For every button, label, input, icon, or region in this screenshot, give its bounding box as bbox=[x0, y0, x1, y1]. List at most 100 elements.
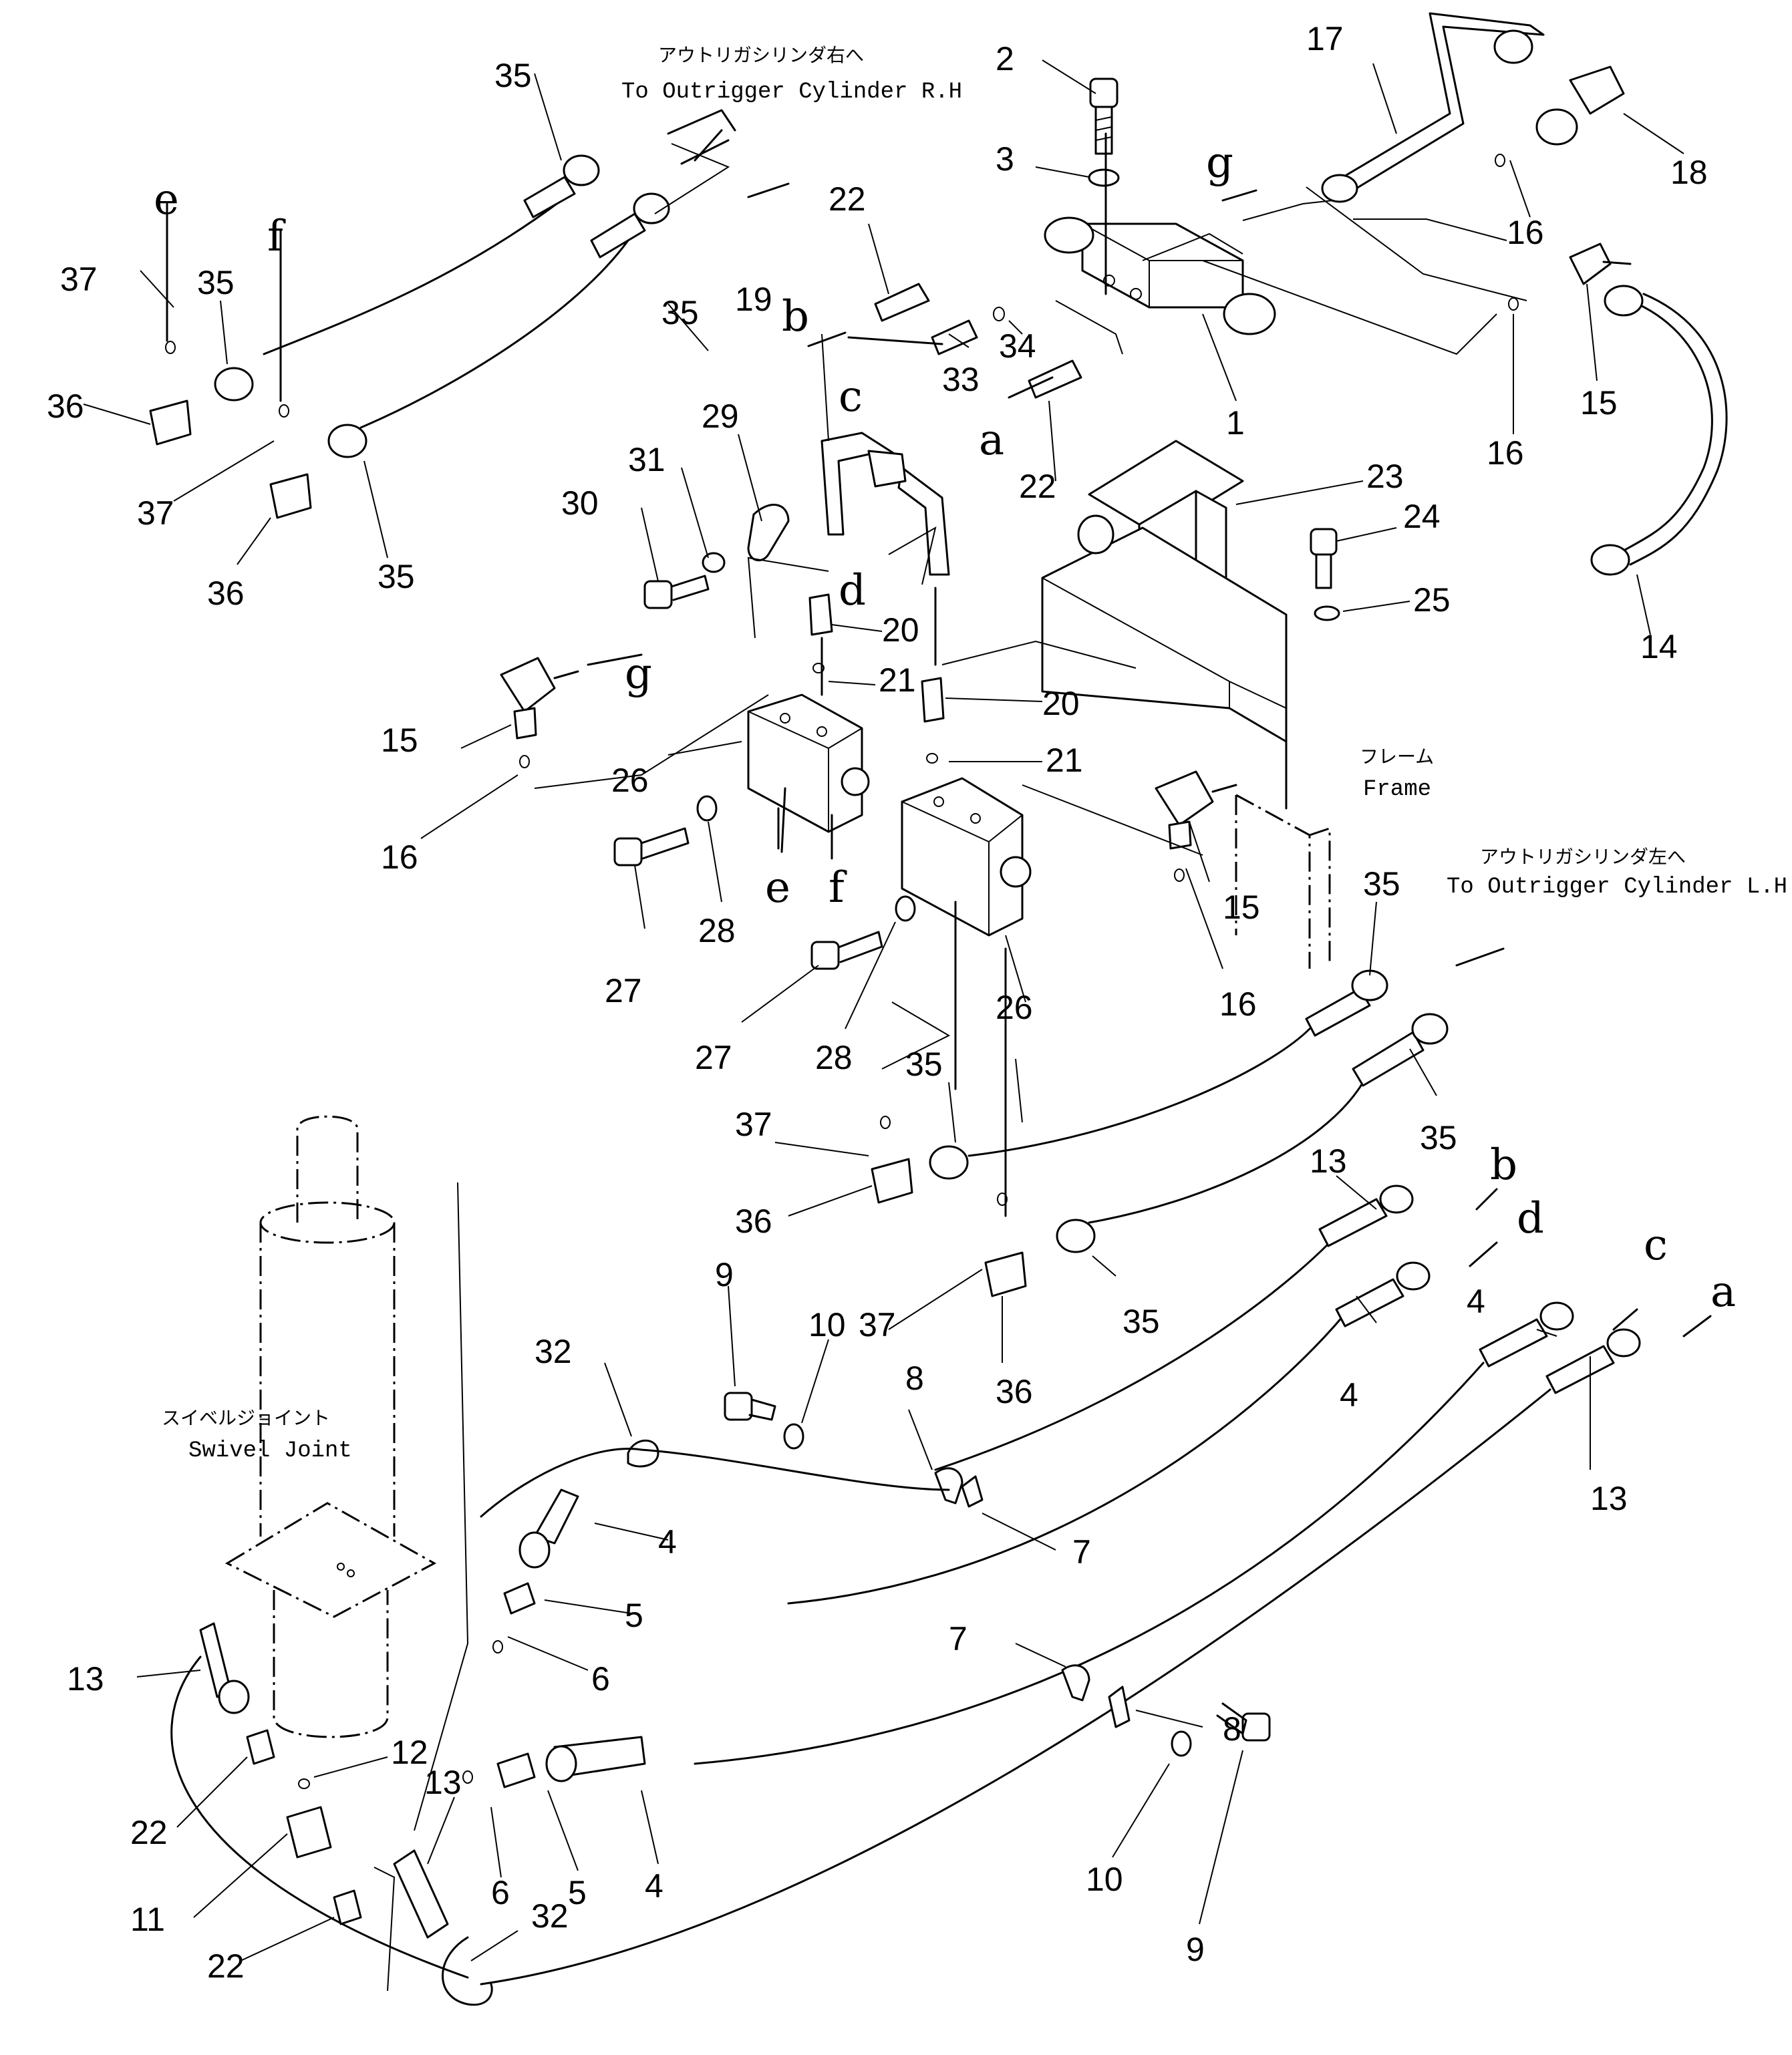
fitting-20-b bbox=[921, 677, 945, 723]
callout-37: 37 bbox=[859, 1306, 896, 1343]
letter-e: e bbox=[154, 175, 179, 224]
callout-26: 26 bbox=[996, 989, 1033, 1026]
callout-16: 16 bbox=[381, 838, 418, 876]
callout-37: 37 bbox=[137, 494, 174, 532]
callout-7: 7 bbox=[1072, 1533, 1091, 1571]
fitting-36-lh-a bbox=[871, 1158, 913, 1204]
callout-27: 27 bbox=[695, 1039, 732, 1076]
connector-lines bbox=[374, 109, 1527, 1992]
callout-10: 10 bbox=[808, 1306, 846, 1343]
flow-arrows bbox=[166, 139, 1712, 1337]
callout-7: 7 bbox=[949, 1620, 967, 1657]
washer-28-right bbox=[895, 895, 916, 922]
callout-28: 28 bbox=[698, 912, 736, 949]
fitting-11 bbox=[286, 1806, 332, 1859]
callout-37: 37 bbox=[735, 1106, 772, 1143]
callout-28: 28 bbox=[815, 1039, 853, 1076]
clamp-7-lower bbox=[1061, 1664, 1090, 1702]
fitting-20-a bbox=[808, 593, 833, 636]
washer-28-left bbox=[696, 795, 718, 822]
callout-21: 21 bbox=[1046, 742, 1083, 779]
nut-13-swivel-a bbox=[218, 1680, 250, 1714]
bolt-9-upper bbox=[724, 1392, 776, 1421]
clamp-8-lower bbox=[1108, 1686, 1131, 1728]
callout-36: 36 bbox=[47, 387, 84, 425]
callout-6: 6 bbox=[591, 1660, 610, 1698]
svg-text:To Outrigger Cylinder L.H: To Outrigger Cylinder L.H bbox=[1447, 875, 1787, 900]
callout-22: 22 bbox=[1019, 468, 1056, 505]
svg-text:To Outrigger Cylinder R.H: To Outrigger Cylinder R.H bbox=[621, 80, 962, 105]
letter-c: c bbox=[1644, 1221, 1668, 1270]
callout-4: 4 bbox=[1340, 1376, 1358, 1414]
callout-11: 11 bbox=[130, 1901, 165, 1938]
svg-text:Swivel Joint: Swivel Joint bbox=[188, 1438, 352, 1464]
callout-13: 13 bbox=[1590, 1480, 1628, 1517]
callout-31: 31 bbox=[628, 441, 665, 478]
nut-35-rh-a bbox=[214, 367, 254, 402]
hose-35-rh-upper bbox=[263, 154, 600, 355]
caption-outrigger-lh: アウトリガシリンダ左へ To Outrigger Cylinder L.H bbox=[1447, 846, 1787, 900]
clamp-7-upper bbox=[934, 1467, 963, 1505]
svg-text:アウトリガシリンダ左へ: アウトリガシリンダ左へ bbox=[1480, 846, 1686, 868]
callout-35: 35 bbox=[494, 57, 532, 94]
band-32-upper bbox=[627, 1439, 659, 1468]
band-32-lower bbox=[442, 1936, 493, 2006]
callout-33: 33 bbox=[942, 361, 980, 398]
letter-c: c bbox=[839, 372, 863, 422]
hose-35-rh-lower bbox=[359, 192, 670, 429]
bolt-30 bbox=[643, 575, 710, 609]
bolt-27-left bbox=[613, 827, 690, 866]
nut-35-lh-b bbox=[1056, 1219, 1096, 1253]
elbow-15-a bbox=[1569, 243, 1632, 285]
washer-25 bbox=[1314, 605, 1340, 621]
washer-31 bbox=[702, 552, 726, 573]
callout-15: 15 bbox=[1580, 384, 1618, 422]
callout-22: 22 bbox=[130, 1814, 168, 1851]
callout-22: 22 bbox=[207, 1947, 245, 1985]
callout-20: 20 bbox=[882, 611, 919, 649]
connection-letters: g b c a d e f g e f b d c a bbox=[154, 138, 1736, 1317]
callout-35: 35 bbox=[378, 558, 415, 595]
frame-outline bbox=[1235, 794, 1331, 969]
fitting-36-lh-b bbox=[984, 1251, 1027, 1297]
bracket-23 bbox=[1041, 440, 1288, 743]
callout-16: 16 bbox=[1219, 985, 1257, 1023]
swivel-joint bbox=[225, 1115, 437, 1738]
letter-e: e bbox=[765, 863, 790, 913]
nut-35-lh-a bbox=[929, 1145, 969, 1180]
callout-4: 4 bbox=[645, 1867, 663, 1905]
callout-20: 20 bbox=[1042, 685, 1080, 722]
fitting-36-rh-a bbox=[149, 400, 192, 446]
callout-30: 30 bbox=[561, 484, 599, 522]
fitting-22-b bbox=[1028, 359, 1082, 399]
callout-35: 35 bbox=[1363, 865, 1400, 903]
hose-13-b bbox=[934, 1184, 1414, 1471]
svg-text:Frame: Frame bbox=[1363, 777, 1431, 802]
callout-8: 8 bbox=[905, 1360, 924, 1397]
callout-13: 13 bbox=[67, 1660, 104, 1698]
callout-17: 17 bbox=[1306, 20, 1344, 57]
valve-block-1 bbox=[1044, 216, 1276, 335]
callout-5: 5 bbox=[625, 1597, 643, 1634]
callout-26: 26 bbox=[611, 762, 649, 799]
callout-8: 8 bbox=[1223, 1710, 1241, 1748]
callout-14: 14 bbox=[1640, 628, 1678, 665]
letter-b: b bbox=[782, 292, 809, 341]
hose-4-c bbox=[694, 1301, 1574, 1765]
caption-frame: フレーム Frame bbox=[1360, 746, 1434, 802]
letter-f: f bbox=[267, 212, 286, 261]
bolt-27-right bbox=[810, 931, 883, 970]
washer-10-upper bbox=[783, 1423, 804, 1450]
letter-a: a bbox=[979, 416, 1004, 465]
callout-34: 34 bbox=[999, 327, 1036, 365]
hose-17 bbox=[1321, 12, 1545, 203]
svg-text:フレーム: フレーム bbox=[1360, 746, 1434, 768]
callout-16: 16 bbox=[1507, 214, 1544, 251]
fitting-18 bbox=[1535, 65, 1625, 146]
callout-35: 35 bbox=[1123, 1303, 1160, 1340]
fitting-22-swivel-a bbox=[246, 1729, 275, 1765]
clamp-8-upper bbox=[961, 1475, 984, 1508]
callout-9: 9 bbox=[715, 1256, 734, 1293]
fitting-5-lower bbox=[496, 1752, 536, 1788]
